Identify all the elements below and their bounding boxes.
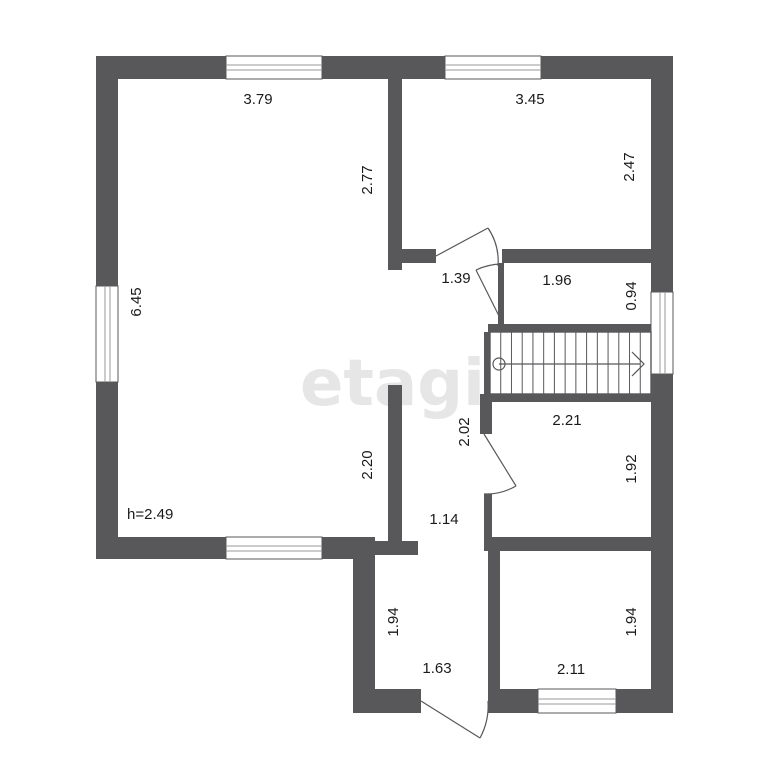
bottom-room-left-wall bbox=[488, 551, 500, 713]
dim-corridor-length: 2.02 bbox=[456, 417, 473, 446]
window-right bbox=[650, 291, 674, 375]
mid-room-bottom-wall bbox=[484, 537, 651, 551]
corridor-right-wall-a bbox=[480, 394, 492, 434]
partition-upper bbox=[388, 56, 402, 270]
entry-left-wall bbox=[353, 537, 375, 713]
doors bbox=[420, 227, 517, 739]
dim-bottom-room-width: 2.11 bbox=[557, 661, 585, 678]
top-right-bottom-wall-a bbox=[402, 249, 436, 263]
dim-corridor-width: 1.14 bbox=[429, 511, 458, 528]
stair-arrow-icon bbox=[631, 351, 645, 377]
dim-small-room-depth: 0.94 bbox=[623, 281, 640, 310]
dim-big-room-wall-lower: 2.20 bbox=[359, 450, 376, 479]
window-bottom-right bbox=[537, 688, 617, 714]
dim-bottom-room-depth: 1.94 bbox=[623, 607, 640, 636]
door-entry bbox=[420, 700, 489, 739]
small-room-left-wall bbox=[498, 263, 504, 327]
door-small-room bbox=[475, 263, 505, 327]
dim-top-right-depth: 2.47 bbox=[621, 152, 638, 181]
ceiling-height: h=2.49 bbox=[127, 506, 173, 523]
right-wall bbox=[651, 56, 673, 713]
stair-left-wall bbox=[484, 332, 490, 402]
window-top-right bbox=[444, 55, 542, 80]
window-bottom-left bbox=[225, 536, 323, 560]
dim-entry-width: 1.63 bbox=[422, 660, 451, 677]
dim-stair-width: 2.21 bbox=[552, 412, 581, 429]
dim-big-room-width: 3.79 bbox=[243, 91, 272, 108]
dim-mid-room-depth: 1.92 bbox=[623, 454, 640, 483]
staircase bbox=[489, 331, 652, 395]
dim-door-hall: 1.39 bbox=[441, 270, 470, 287]
stair-top-wall bbox=[488, 324, 651, 332]
door-mid-room bbox=[483, 433, 517, 495]
top-wall bbox=[96, 56, 673, 79]
dim-small-room-width: 1.96 bbox=[542, 272, 571, 289]
window-top-left bbox=[225, 55, 323, 80]
windows bbox=[95, 55, 674, 714]
dim-big-room-wall-upper: 2.77 bbox=[359, 165, 376, 194]
dim-entry-depth: 1.94 bbox=[385, 607, 402, 636]
top-right-bottom-wall-b bbox=[502, 249, 651, 263]
partition-lower bbox=[388, 385, 402, 555]
dimension-labels: 3.79 3.45 2.77 2.47 6.45 1.39 1.96 0.94 … bbox=[127, 91, 640, 678]
entry-bottom-wall bbox=[353, 689, 421, 713]
dim-top-right-width: 3.45 bbox=[515, 91, 544, 108]
door-top-right-room bbox=[435, 227, 499, 267]
corridor-right-wall-b bbox=[484, 494, 492, 550]
stair-bottom-wall bbox=[484, 394, 651, 402]
window-left bbox=[95, 285, 119, 383]
dim-big-room-depth: 6.45 bbox=[128, 287, 145, 316]
